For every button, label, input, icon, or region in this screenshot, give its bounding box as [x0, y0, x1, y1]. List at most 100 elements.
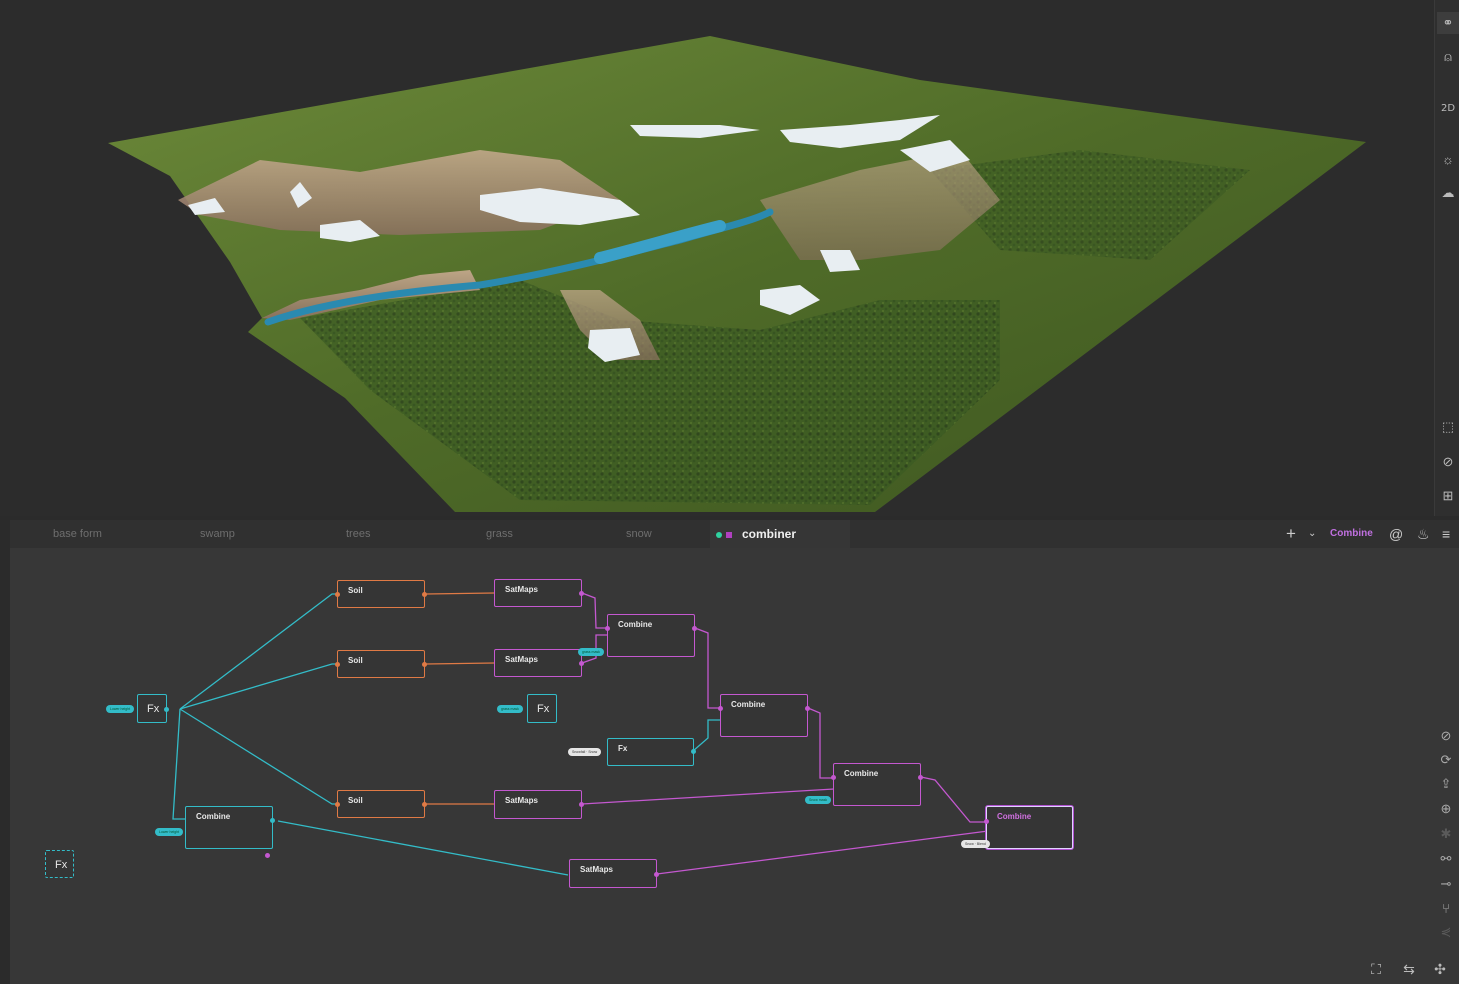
terrain-viewport[interactable] — [0, 0, 1434, 516]
tab-color-square — [726, 531, 732, 538]
combine-node-left[interactable]: Combine — [185, 806, 273, 849]
auto-layout-icon[interactable]: ✣ — [1434, 960, 1446, 977]
fit-view-icon[interactable]: ⛶ — [1371, 960, 1381, 977]
target-icon[interactable]: ⊕ — [1440, 801, 1452, 816]
satmaps1-output-port[interactable] — [579, 591, 584, 596]
bypass-icon[interactable]: ⊘ — [1440, 728, 1452, 743]
satmaps2-output-port[interactable] — [579, 661, 584, 666]
soil-node-3[interactable]: Soil — [337, 790, 425, 818]
wire-satmaps4-final — [656, 830, 989, 875]
merge-icon[interactable]: ⋞ — [1440, 924, 1452, 939]
view-2d-button[interactable]: 2D — [1440, 102, 1456, 114]
soil-node-title: Soil — [348, 656, 363, 665]
soil-node-2[interactable]: Soil — [337, 650, 425, 678]
soil-node-1[interactable]: Soil — [337, 580, 425, 608]
tab-snow[interactable]: snow — [626, 528, 652, 540]
tab-combiner-label: combiner — [742, 527, 797, 541]
combine2-output-port[interactable] — [805, 706, 810, 711]
fx-node-title: Fx — [147, 703, 160, 715]
frame-selection-icon[interactable]: ⬚ — [1441, 419, 1455, 434]
combine1-input-port[interactable] — [605, 626, 610, 631]
tab-swamp[interactable]: swamp — [200, 528, 235, 540]
satmaps-node-title: SatMaps — [580, 865, 613, 874]
tab-trees[interactable]: trees — [346, 528, 371, 540]
satmaps4-output-port[interactable] — [654, 872, 659, 877]
soil3-output-port[interactable] — [422, 802, 427, 807]
swap-icon[interactable]: ⇆ — [1403, 960, 1415, 977]
soil1-output-port[interactable] — [422, 592, 427, 597]
wire-combine1-combine2 — [694, 627, 721, 709]
refresh-icon[interactable]: ⟳ — [1440, 752, 1452, 767]
satmaps-node-2[interactable]: SatMaps — [494, 649, 582, 677]
satmaps3-output-port[interactable] — [579, 802, 584, 807]
node-graph[interactable]: Fx Lower height Fx grass mask Fx Snowfal… — [10, 548, 1459, 984]
cloud-icon[interactable]: ☁ — [1441, 185, 1455, 200]
combine-node-3[interactable]: Combine — [833, 763, 921, 806]
fx-main-output-port[interactable] — [164, 707, 169, 712]
wire-soil2-satmaps2 — [425, 662, 495, 665]
soil-node-title: Soil — [348, 796, 363, 805]
wire-fx-soil1 — [179, 593, 338, 710]
fx-snow-output-port[interactable] — [691, 749, 696, 754]
soil1-input-port[interactable] — [335, 592, 340, 597]
combine-node-2[interactable]: Combine — [720, 694, 808, 737]
fx-node-title: Fx — [55, 859, 68, 871]
satmaps-node-title: SatMaps — [505, 796, 538, 805]
combine-node-final[interactable]: Combine — [986, 806, 1073, 849]
final-input-port[interactable] — [984, 819, 989, 824]
combine2-input-port[interactable] — [718, 706, 723, 711]
connect-icon[interactable]: ⊸ — [1440, 876, 1452, 891]
branch-icon[interactable]: ⑂ — [1442, 900, 1450, 916]
menu-icon[interactable]: ≡ — [1442, 526, 1451, 542]
tab-base-form[interactable]: base form — [53, 528, 102, 540]
combine-node-title: Combine — [196, 812, 231, 821]
combine-final-input-pill[interactable]: Snow · Blend — [961, 840, 990, 848]
wire-combine3-final — [920, 776, 988, 823]
compass-icon[interactable]: ⊘ — [1442, 454, 1454, 469]
combine-left-mask-port[interactable] — [265, 853, 270, 858]
satmaps-node-3[interactable]: SatMaps — [494, 790, 582, 819]
satmaps-node-4[interactable]: SatMaps — [569, 859, 657, 888]
combine-node-title: Combine — [618, 620, 653, 629]
combine3-output-port[interactable] — [918, 775, 923, 780]
fx-snow-input-pill[interactable]: Snowfall · Snow — [568, 748, 602, 756]
combine-left-output-port[interactable] — [270, 818, 275, 823]
at-sign-icon[interactable]: @ — [1389, 526, 1404, 542]
combine1-output-port[interactable] — [692, 626, 697, 631]
satmaps-node-title: SatMaps — [505, 655, 538, 664]
loading-icon[interactable]: ✱ — [1440, 826, 1452, 841]
satmaps-node-title: SatMaps — [505, 585, 538, 594]
tab-combiner[interactable]: combiner — [710, 520, 850, 548]
graph-wires — [172, 592, 989, 876]
grid-layout-icon[interactable]: ⊞ — [1442, 488, 1454, 503]
link-icon[interactable]: ⚯ — [1440, 851, 1452, 866]
wire-fx-combine-left — [172, 708, 186, 820]
wire-fx-combine2 — [692, 719, 721, 752]
current-node-label[interactable]: Combine — [1330, 528, 1373, 539]
fx-node-corner[interactable]: Fx — [45, 850, 74, 878]
fx-main-input-pill[interactable]: Lower height — [106, 705, 135, 713]
combine-1-input-pill[interactable]: grass mask — [578, 648, 604, 656]
soil2-input-port[interactable] — [335, 662, 340, 667]
plus-icon[interactable]: + — [1286, 524, 1296, 543]
combine-left-input-pill[interactable]: Lower height — [155, 828, 184, 836]
combine-node-title: Combine — [997, 812, 1032, 821]
export-icon[interactable]: ⇪ — [1440, 776, 1452, 791]
orbit-camera-icon[interactable]: ⚭ — [1437, 12, 1459, 34]
combine-3-input-pill[interactable]: Snow mask — [805, 796, 832, 804]
fx-mid-input-pill[interactable]: grass mask — [497, 705, 523, 713]
wire-satmaps3-combine3 — [581, 788, 835, 805]
fx-node-main[interactable]: Fx — [137, 694, 167, 723]
fx-node-mid[interactable]: Fx — [527, 694, 557, 723]
tab-grass[interactable]: grass — [486, 528, 513, 540]
soil2-output-port[interactable] — [422, 662, 427, 667]
combine-node-1[interactable]: Combine — [607, 614, 695, 657]
chevron-down-icon[interactable]: ⌄ — [1308, 528, 1317, 539]
sun-icon[interactable]: ☼ — [1442, 151, 1454, 167]
flame-icon[interactable]: ♨ — [1417, 526, 1430, 542]
person-camera-icon[interactable]: ⍝ — [1444, 49, 1452, 64]
fx-node-snow[interactable]: Fx — [607, 738, 694, 766]
satmaps-node-1[interactable]: SatMaps — [494, 579, 582, 607]
soil3-input-port[interactable] — [335, 802, 340, 807]
combine3-input-port[interactable] — [831, 775, 836, 780]
